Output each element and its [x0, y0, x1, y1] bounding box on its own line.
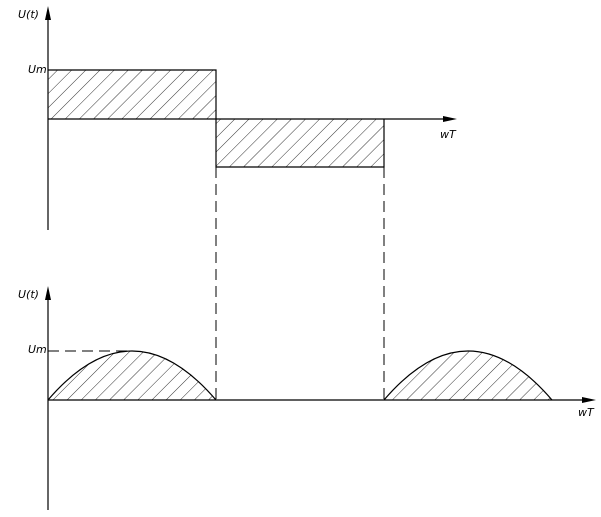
- top-y-axis-arrow-icon: [45, 6, 51, 20]
- top-amplitude-label: Um: [28, 63, 47, 76]
- top-positive-pulse: [48, 69, 217, 119]
- arch-1-curve: [47, 350, 217, 401]
- bottom-y-axis-label: U(t): [18, 288, 39, 301]
- arch-1-hatch: [48, 351, 216, 400]
- arch-2-hatch: [384, 351, 552, 400]
- top-negative-hatch: [216, 119, 384, 167]
- top-x-axis-arrow-icon: [443, 116, 457, 122]
- top-plot: U(t) Um wT: [18, 6, 457, 230]
- top-x-axis-label: wT: [440, 128, 457, 141]
- arch-2-curve: [383, 350, 553, 401]
- bottom-y-axis-arrow-icon: [45, 286, 51, 300]
- bottom-x-axis-arrow-icon: [582, 397, 596, 403]
- bottom-plot: U(t) Um wT: [18, 286, 596, 510]
- top-negative-pulse: [215, 119, 385, 168]
- top-y-axis-label: U(t): [18, 8, 39, 21]
- bottom-x-axis-label: wT: [578, 406, 595, 419]
- top-positive-hatch: [48, 70, 216, 119]
- bottom-amplitude-label: Um: [28, 343, 47, 356]
